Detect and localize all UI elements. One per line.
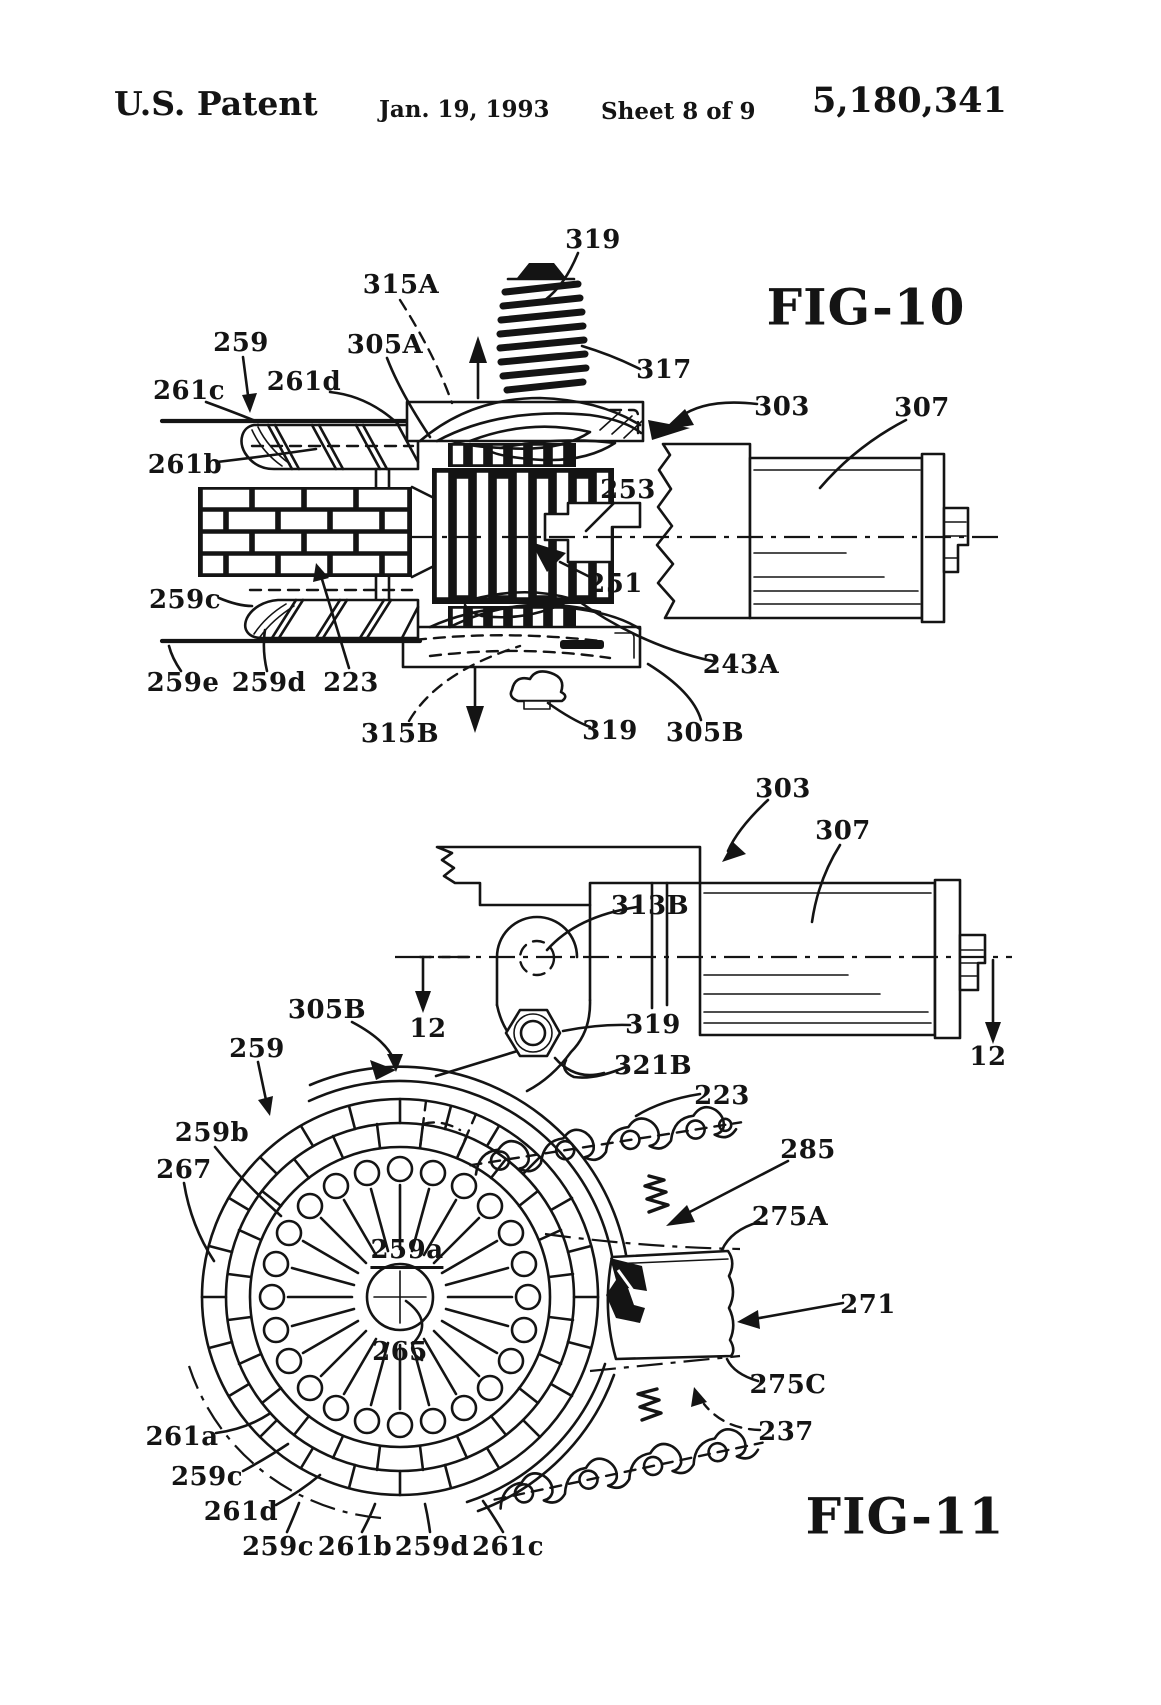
patent-header-sheet: Sheet 8 of 9 bbox=[601, 98, 756, 125]
fig10-spring-icon bbox=[496, 263, 590, 394]
ref-label: 317 bbox=[636, 355, 692, 385]
fig11-title: FIG-11 bbox=[805, 1486, 1005, 1546]
ref-label: 305B bbox=[665, 718, 745, 748]
ref-label: 267 bbox=[156, 1155, 212, 1185]
ref-label: 259c bbox=[170, 1462, 244, 1492]
ref-label: 285 bbox=[780, 1135, 836, 1165]
fig11-spring-upper-icon bbox=[643, 1174, 670, 1214]
fig11-section-arrows bbox=[415, 955, 1001, 1044]
fig11-saw-chain-upper bbox=[469, 1105, 743, 1176]
ref-label: 321B bbox=[613, 1051, 693, 1081]
ref-label: 307 bbox=[815, 816, 871, 846]
ref-label: 12 bbox=[969, 1042, 1007, 1072]
ref-label: 271 bbox=[840, 1290, 896, 1320]
fig11-spring-lower-icon bbox=[636, 1387, 663, 1422]
ref-label: 319 bbox=[582, 716, 638, 746]
ref-label: 251 bbox=[587, 569, 643, 599]
ref-label: 253 bbox=[600, 475, 656, 505]
ref-label: 259d bbox=[231, 668, 307, 698]
ref-label: 303 bbox=[754, 392, 810, 422]
fig10-drawing bbox=[159, 251, 998, 733]
ref-label: 261d bbox=[266, 367, 342, 397]
fig10-hub-step bbox=[543, 501, 642, 564]
ref-label: 261a bbox=[145, 1422, 219, 1452]
fig11-pawl bbox=[606, 1258, 647, 1323]
fig11-motor bbox=[698, 878, 987, 1040]
fig10-blade-plate-top bbox=[405, 396, 690, 462]
ref-label: 259b bbox=[174, 1118, 250, 1148]
ref-label: 261b bbox=[147, 450, 223, 480]
ref-label: 259a bbox=[370, 1235, 444, 1269]
ref-label: 319 bbox=[625, 1010, 681, 1040]
patent-header-title: U.S. Patent bbox=[114, 84, 318, 123]
patent-header-number: 5,180,341 bbox=[812, 80, 1007, 121]
ref-label: 261d bbox=[203, 1497, 279, 1527]
fig11-sprocket-wheel bbox=[200, 1097, 600, 1497]
ref-label: 259 bbox=[229, 1034, 285, 1064]
ref-label: 307 bbox=[894, 393, 950, 423]
ref-label: 223 bbox=[323, 668, 379, 698]
ref-label: 261b bbox=[317, 1532, 393, 1562]
ref-label: 313B bbox=[610, 891, 690, 921]
ref-label: 259c bbox=[241, 1532, 315, 1562]
fig10-nut-icon bbox=[509, 670, 567, 703]
fig11-bracket bbox=[434, 845, 702, 1093]
ref-label: 223 bbox=[694, 1081, 750, 1111]
fig11-drawing bbox=[182, 798, 1012, 1534]
ref-label: 261c bbox=[471, 1532, 545, 1562]
ref-label: 303 bbox=[755, 774, 811, 804]
ref-label: 259e bbox=[146, 668, 220, 698]
patent-header-date: Jan. 19, 1993 bbox=[379, 96, 550, 123]
fig11-saw-chain-lower bbox=[493, 1428, 764, 1510]
ref-label: 12 bbox=[409, 1014, 447, 1044]
ref-label: 259d bbox=[394, 1532, 470, 1562]
ref-label: 265 bbox=[372, 1337, 428, 1367]
ref-label: 305A bbox=[346, 330, 424, 360]
ref-label: 243A bbox=[702, 650, 780, 680]
ref-label: 319 bbox=[565, 225, 621, 255]
fig10-roller-chain bbox=[198, 485, 436, 579]
ref-label: 305B bbox=[287, 995, 367, 1025]
fig10-guide-rail-top bbox=[159, 418, 423, 471]
ref-label: 315A bbox=[362, 270, 440, 300]
ref-label: 275C bbox=[749, 1370, 827, 1400]
fig10-title: FIG-10 bbox=[766, 277, 966, 337]
ref-label: 275A bbox=[751, 1202, 829, 1232]
fig10-housing-plate bbox=[655, 442, 752, 620]
fig11-leader-lines bbox=[182, 798, 845, 1534]
fig10-leader-lines bbox=[167, 251, 908, 729]
ref-label: 261c bbox=[152, 376, 226, 406]
ref-label: 259c bbox=[148, 585, 222, 615]
ref-label: 315B bbox=[360, 719, 440, 749]
fig10-blade-plate-bottom bbox=[401, 590, 642, 669]
ref-label: 259 bbox=[213, 328, 269, 358]
fig10-guide-rail-bottom bbox=[159, 588, 423, 644]
ref-label: 237 bbox=[758, 1417, 814, 1447]
